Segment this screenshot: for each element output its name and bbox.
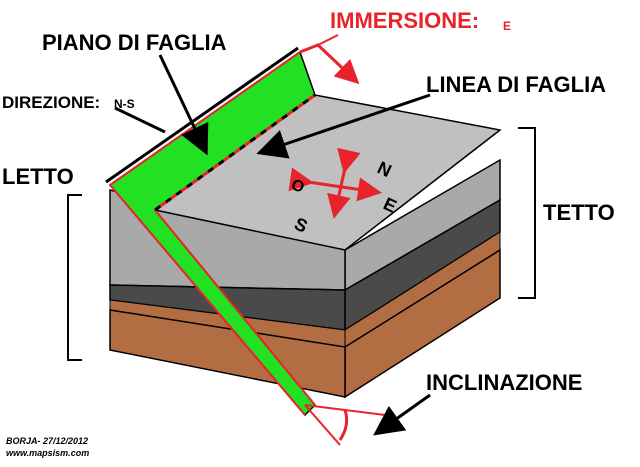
arrow-piano — [158, 54, 209, 156]
inclinazione-angle — [304, 404, 386, 446]
compass — [288, 147, 382, 219]
label-inclinazione: INCLINAZIONE — [426, 370, 582, 395]
label-immersione-value: E — [503, 19, 511, 33]
credit-site: www.mapsism.com — [6, 448, 89, 458]
arrow-inclinazione — [373, 393, 431, 436]
label-direzione: DIREZIONE: — [2, 93, 100, 112]
arrow-linea — [256, 93, 431, 159]
tetto-bracket — [518, 127, 536, 299]
label-letto: LETTO — [2, 164, 74, 189]
label-direzione-value: N-S — [114, 97, 135, 111]
block-right-side — [344, 158, 501, 399]
letto-bracket — [67, 194, 82, 361]
direzione-line — [105, 46, 299, 184]
arrow-direzione — [114, 106, 166, 134]
credit-author: BORJA- 27/12/2012 — [6, 436, 88, 446]
label-piano-di-faglia: PIANO DI FAGLIA — [42, 30, 227, 55]
label-tetto: TETTO — [543, 200, 615, 225]
label-immersione: IMMERSIONE: — [330, 8, 479, 33]
label-linea-di-faglia: LINEA DI FAGLIA — [426, 72, 606, 97]
